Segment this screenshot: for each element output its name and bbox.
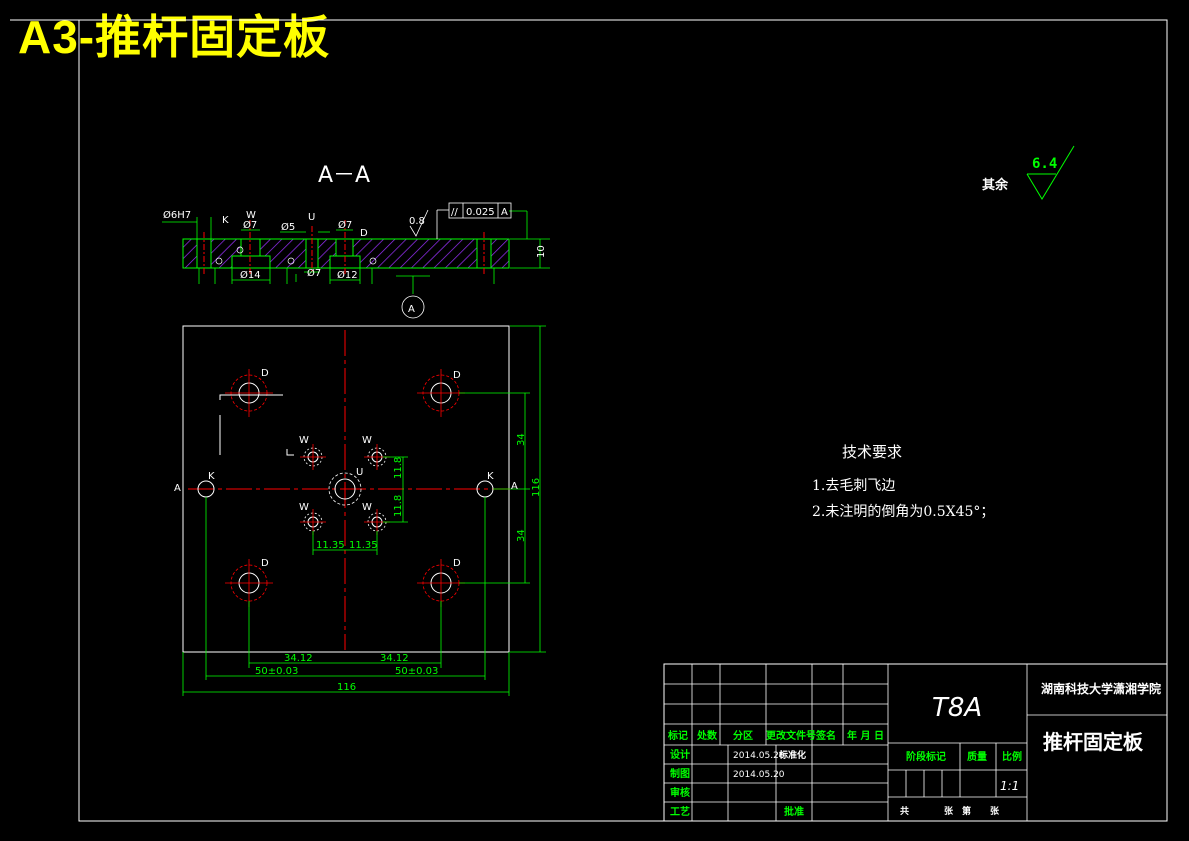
section-label-d: D xyxy=(360,228,368,239)
datum-marker: A xyxy=(401,295,425,319)
label-w-br: W xyxy=(362,502,372,513)
material-label: T8A xyxy=(932,693,982,723)
section-label-phi6h7: Ø6H7 xyxy=(163,209,191,221)
label-w-tr: W xyxy=(362,435,372,446)
tolerance-datum: A xyxy=(501,207,508,218)
tb-row-2-label: 审核 xyxy=(670,786,690,799)
label-w-bl: W xyxy=(299,502,309,513)
dim-k-x-left: 50±0.03 xyxy=(255,666,298,677)
tech-requirements: 技术要求 1.去毛刺飞边 2.未注明的倒角为0.5X45°； xyxy=(812,443,994,520)
tb-row-0-label: 设计 xyxy=(670,748,690,761)
tb-header-2: 分区 xyxy=(733,729,753,742)
tech-req-title: 技术要求 xyxy=(842,443,902,461)
tb-stage-label: 阶段标记 xyxy=(906,750,946,763)
tech-req-item-1: 1.去毛刺飞边 xyxy=(812,478,895,494)
tolerance-frame: // 0.025 A xyxy=(436,202,512,239)
roughness-note-label: 其余 xyxy=(982,177,1009,193)
dim-w-x-right: 11.35 xyxy=(349,540,378,551)
tb-header-4: 签名 xyxy=(815,729,836,742)
roughness-note: 其余 6.4 xyxy=(982,145,1075,200)
hole-u xyxy=(328,472,362,506)
tb-row-3-label: 工艺 xyxy=(670,805,690,818)
section-label-phi14: Ø14 xyxy=(240,269,261,281)
roughness-mark: 0.8 xyxy=(409,209,429,237)
tolerance-symbol: // xyxy=(451,207,458,218)
dim-d-x-right: 34.12 xyxy=(380,653,409,664)
tb-header-0: 标记 xyxy=(667,729,688,742)
section-label-k: K xyxy=(222,215,229,226)
hole-w-bottom-left xyxy=(300,509,326,535)
label-d-bl: D xyxy=(261,558,269,569)
section-label-w: W xyxy=(246,210,256,221)
tb-header-3: 更改文件号 xyxy=(766,729,816,742)
section-label-phi5: Ø5 xyxy=(281,221,295,233)
section-label-phi7-right: Ø7 xyxy=(338,219,352,231)
dim-width-total: 116 xyxy=(337,682,356,693)
label-w-tl: W xyxy=(299,435,309,446)
section-label-thickness: 10 xyxy=(536,245,547,258)
tolerance-value: 0.025 xyxy=(466,207,495,218)
tb-scale-value: 1:1 xyxy=(1000,779,1019,793)
section-label-phi7-bottom: Ø7 xyxy=(307,267,321,279)
section-label-phi7-left: Ø7 xyxy=(243,219,257,231)
tb-header-5: 年 月 日 xyxy=(847,729,884,742)
tech-req-item-2: 2.未注明的倒角为0.5X45°； xyxy=(812,504,994,520)
hole-w-top-left xyxy=(300,444,326,470)
tb-row-0-extra: 标准化 xyxy=(778,749,806,761)
title-block: T8A 湖南科技大学潇湘学院 推杆固定板 标记 处数 分区 更改文件号 签名 年… xyxy=(663,663,1168,822)
dim-y-lower: 34 xyxy=(516,529,527,542)
roughness-note-value: 6.4 xyxy=(1032,156,1057,172)
label-d-br: D xyxy=(453,558,461,569)
dim-w-y-upper: 11.8 xyxy=(393,457,404,479)
outer-border xyxy=(78,19,1168,822)
tb-row-0-date: 2014.05.20 xyxy=(733,751,785,761)
section-view-title: A－A xyxy=(318,163,370,188)
dim-d-x-left: 34.12 xyxy=(284,653,313,664)
tb-sheet-total: 共 xyxy=(900,805,909,817)
label-k-left: K xyxy=(208,471,215,482)
sheet-title: A3-推杆固定板 xyxy=(18,11,331,63)
dim-height-total: 116 xyxy=(531,478,542,497)
section-label-phi12: Ø12 xyxy=(337,269,358,281)
section-label-u: U xyxy=(308,212,315,223)
roughness-value: 0.8 xyxy=(409,216,425,227)
label-u: U xyxy=(356,467,363,478)
tb-sheet-nth: 第 xyxy=(962,805,971,817)
section-view: A－A xyxy=(162,163,550,319)
tb-row-1-label: 制图 xyxy=(670,767,690,780)
tb-sheet-unit2: 张 xyxy=(990,805,1000,817)
hole-d-bottom-left xyxy=(225,559,273,607)
label-d-tl: D xyxy=(261,368,269,379)
school-name: 湖南科技大学潇湘学院 xyxy=(1041,681,1161,696)
part-name: 推杆固定板 xyxy=(1043,730,1144,754)
w-holes xyxy=(300,444,390,535)
tb-scale-label: 比例 xyxy=(1002,750,1022,763)
section-mark-left: A xyxy=(174,483,181,494)
dim-y-upper: 34 xyxy=(516,433,527,446)
dim-w-y-lower: 11.8 xyxy=(393,495,404,517)
section-mark-right: A xyxy=(511,481,518,492)
datum-label: A xyxy=(408,304,415,315)
dim-k-x-right: 50±0.03 xyxy=(395,666,438,677)
label-k-right: K xyxy=(487,471,494,482)
tb-header-1: 处数 xyxy=(696,729,718,742)
tb-sheet-unit1: 张 xyxy=(944,805,954,817)
plan-view: A A D D D D W W W W U K K 34 34 116 11.8… xyxy=(174,325,546,696)
hole-d-top-left xyxy=(225,369,273,417)
tb-row-3-extra: 批准 xyxy=(784,805,804,818)
dim-w-x-left: 11.35 xyxy=(316,540,345,551)
label-d-tr: D xyxy=(453,370,461,381)
tb-row-1-date: 2014.05.20 xyxy=(733,770,785,780)
tb-weight-label: 质量 xyxy=(967,750,987,763)
